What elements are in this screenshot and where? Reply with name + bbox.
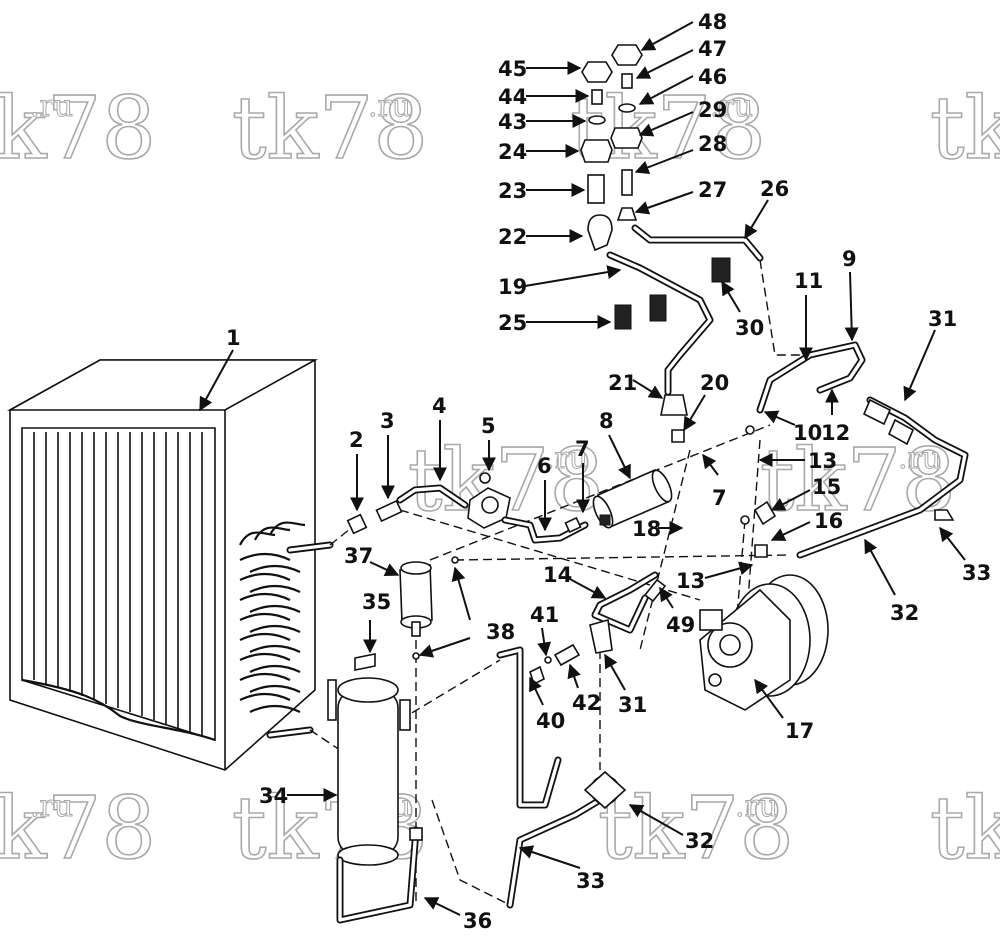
callout-25: 25 xyxy=(498,311,527,335)
callout-33: 33 xyxy=(962,561,991,585)
callout-32b: 32 xyxy=(685,829,714,853)
watermark-suffix: .ru xyxy=(30,89,73,124)
receiver-tank xyxy=(327,677,627,924)
callout-2: 2 xyxy=(349,428,364,452)
watermark-group: tk78 .ru tk78 .ru tk78 .ru tk78 tk78 .ru… xyxy=(0,78,1000,880)
callout-47: 47 xyxy=(698,37,727,61)
callout-36: 36 xyxy=(463,909,492,933)
compressor xyxy=(699,574,829,711)
liquid-line-parts xyxy=(346,468,673,544)
watermark-suffix: .ru xyxy=(735,789,778,824)
condenser-fins xyxy=(33,432,203,736)
callout-31b: 31 xyxy=(618,693,647,717)
watermark-suffix: .ru xyxy=(710,89,753,124)
watermark-text: tk78 xyxy=(930,79,1000,179)
callout-7: 7 xyxy=(575,437,590,461)
callout-42: 42 xyxy=(572,691,601,715)
callout-22: 22 xyxy=(498,225,527,249)
fitting-stack-right xyxy=(610,44,643,149)
callout-13: 13 xyxy=(808,449,837,473)
callout-20: 20 xyxy=(700,371,729,395)
callout-30: 30 xyxy=(735,316,764,340)
callout-38: 38 xyxy=(486,620,515,644)
callout-21: 21 xyxy=(608,371,637,395)
callout-18: 18 xyxy=(632,517,661,541)
callout-4: 4 xyxy=(432,394,447,418)
callout-9: 9 xyxy=(842,247,857,271)
coil-return-bends xyxy=(239,521,334,739)
watermark-suffix: .ru xyxy=(898,441,941,476)
callout-34: 34 xyxy=(259,784,288,808)
callout-3: 3 xyxy=(380,409,395,433)
callout-1: 1 xyxy=(226,326,241,350)
watermark-text: tk78 xyxy=(232,79,428,179)
callout-17: 17 xyxy=(785,719,814,743)
right-hoses xyxy=(740,341,969,559)
callout-41: 41 xyxy=(530,603,559,627)
callout-14: 14 xyxy=(543,563,572,587)
callout-27: 27 xyxy=(698,178,727,202)
watermark-text: tk78 xyxy=(0,779,156,879)
callout-11: 11 xyxy=(794,269,823,293)
watermark-text: tk78 xyxy=(760,431,956,531)
callout-26: 26 xyxy=(760,177,789,201)
condenser-coil xyxy=(6,359,334,771)
callout-8: 8 xyxy=(599,409,614,433)
callout-43: 43 xyxy=(498,110,527,134)
callout-35: 35 xyxy=(362,590,391,614)
callout-40: 40 xyxy=(536,709,565,733)
callout-48: 48 xyxy=(698,10,727,34)
lower-hoses xyxy=(354,556,667,809)
callout-24: 24 xyxy=(498,140,527,164)
upper-hoses xyxy=(580,44,764,443)
watermark-suffix: .ru xyxy=(30,789,73,824)
callout-5: 5 xyxy=(481,414,496,438)
callout-29: 29 xyxy=(698,98,727,122)
callout-49: 49 xyxy=(666,613,695,637)
callout-7b: 7 xyxy=(712,486,727,510)
callout-labels: 1 2 3 4 5 6 7 8 7 9 10 11 12 13 13 14 15… xyxy=(199,10,991,933)
callout-6: 6 xyxy=(537,454,552,478)
watermark-suffix: .ru xyxy=(368,89,411,124)
callout-33b: 33 xyxy=(576,869,605,893)
callout-32: 32 xyxy=(890,601,919,625)
callout-46: 46 xyxy=(698,65,727,89)
watermark-text: tk78 xyxy=(598,779,794,879)
callout-16: 16 xyxy=(814,509,843,533)
callout-10: 10 xyxy=(793,421,822,445)
callout-23: 23 xyxy=(498,179,527,203)
callout-37: 37 xyxy=(344,544,373,568)
callout-12: 12 xyxy=(821,421,850,445)
watermark-text: tk78 xyxy=(0,79,156,179)
callout-31: 31 xyxy=(928,307,957,331)
watermark-text: tk78 xyxy=(930,779,1000,879)
callout-44: 44 xyxy=(498,85,527,109)
callout-13b: 13 xyxy=(676,569,705,593)
callout-28: 28 xyxy=(698,132,727,156)
callout-45: 45 xyxy=(498,57,527,81)
callout-15: 15 xyxy=(812,475,841,499)
watermark-suffix: .ru xyxy=(545,441,588,476)
callout-19: 19 xyxy=(498,275,527,299)
fitting-stack-left xyxy=(580,61,613,163)
